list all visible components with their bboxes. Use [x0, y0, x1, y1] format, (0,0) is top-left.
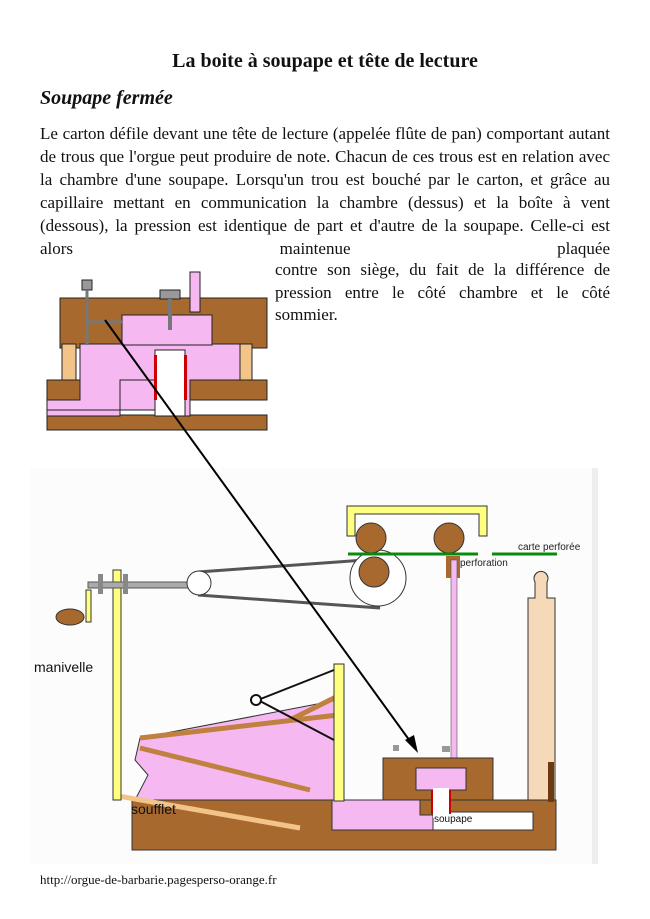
section-heading: Soupape fermée — [40, 87, 173, 109]
organ-mechanism-diagram: carte perforée perforation manivelle sou… — [30, 319, 598, 864]
label-perforation: perforation — [460, 558, 508, 569]
label-soufflet: soufflet — [131, 801, 176, 817]
body-paragraph: Le carton défile devant une tête de lect… — [40, 124, 610, 258]
body-paragraph-continued: contre son siège, du fait de la différen… — [275, 260, 610, 324]
page-title: La boite à soupape et tête de lecture — [172, 50, 478, 72]
label-manivelle: manivelle — [34, 659, 93, 675]
valve-detail-diagram — [46, 271, 268, 431]
label-carte-perforee: carte perforée — [518, 542, 581, 553]
footer-url: http://orgue-de-barbarie.pagesperso-oran… — [40, 872, 277, 887]
label-soupape: soupape — [434, 814, 473, 825]
